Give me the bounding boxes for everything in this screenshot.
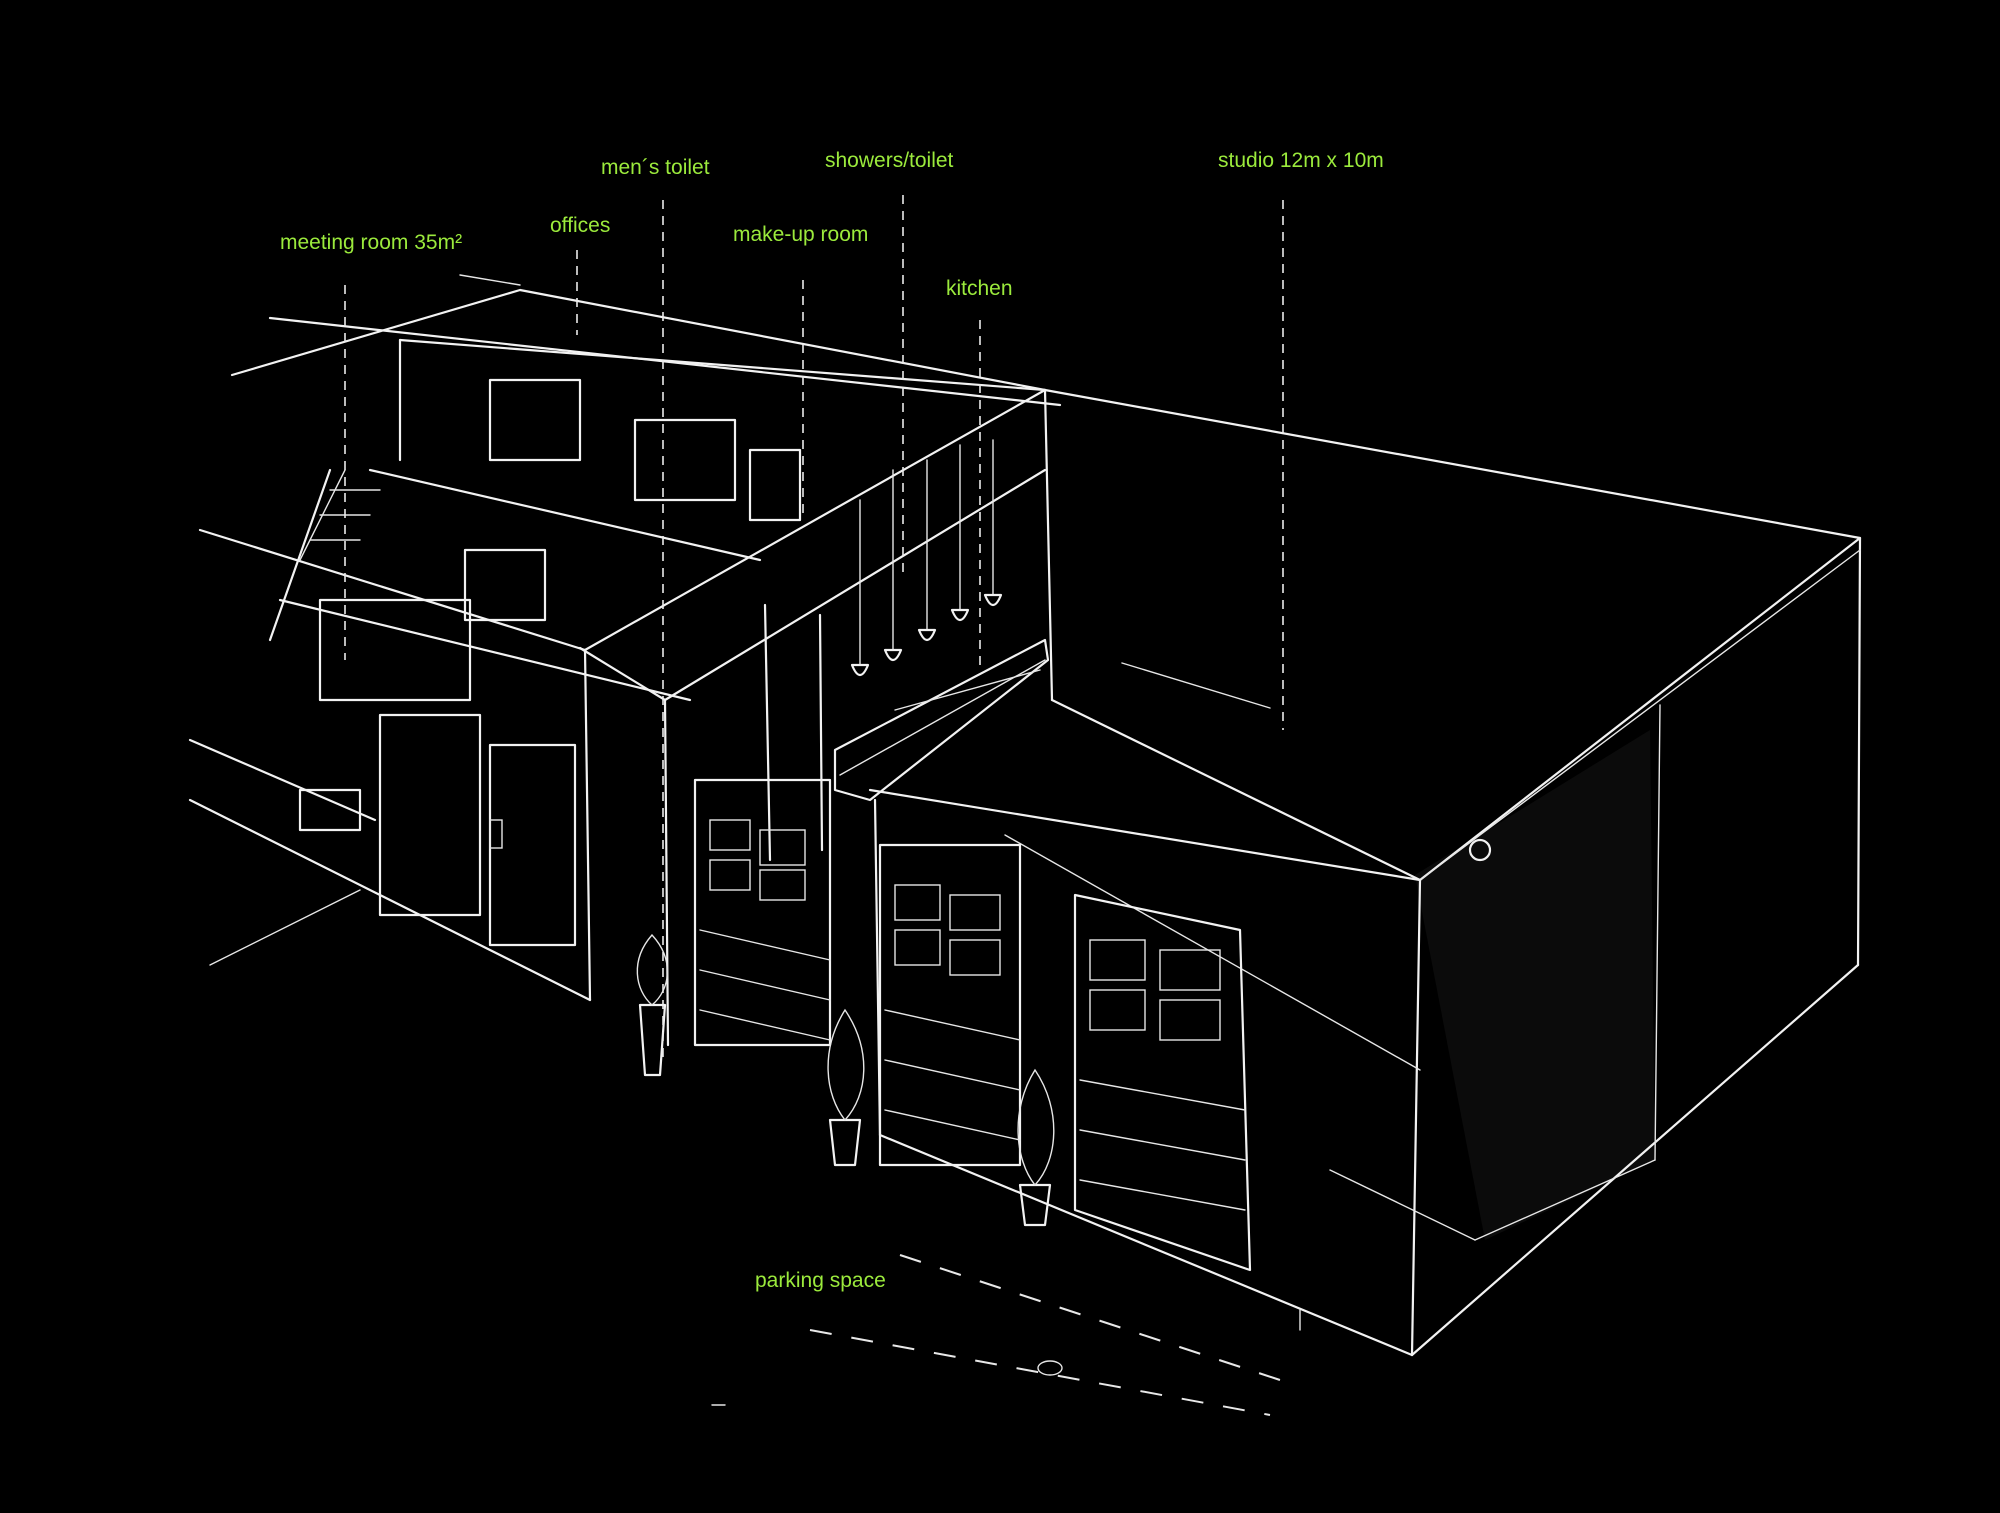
studio-block [1004,388,1862,1357]
main-building [188,274,1062,1002]
label-meeting-room: meeting room 35m² [280,231,463,254]
label-makeup-room: make-up room [733,223,869,246]
label-mens-toilet: men´s toilet [601,156,710,179]
label-leader-lines [344,195,1284,1060]
label-offices: offices [550,214,611,237]
label-kitchen: kitchen [946,277,1013,300]
label-studio: studio 12m x 10m [1218,149,1384,172]
plant-2 [827,1008,865,1167]
gate-facade [868,788,1422,1357]
label-parking-space: parking space [755,1269,886,1292]
plant-3 [1017,1068,1055,1227]
plant-1 [636,933,669,1077]
label-showers-toilet: showers/toilet [825,149,954,172]
parking-markings [711,1254,1301,1416]
middle-block [578,439,1050,1047]
